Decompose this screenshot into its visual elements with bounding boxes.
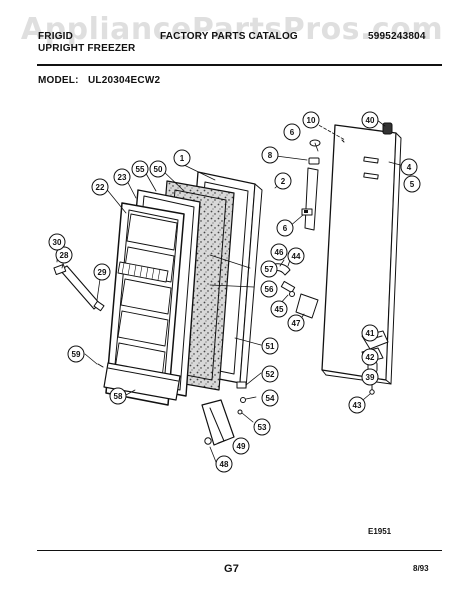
handle-assembly — [264, 263, 319, 319]
callout-28: 28 — [60, 251, 69, 260]
callout-55: 55 — [136, 165, 145, 174]
callout-46: 46 — [275, 248, 284, 257]
callout-23: 23 — [118, 173, 127, 182]
callout-49: 49 — [237, 442, 246, 451]
callout-8: 8 — [268, 151, 273, 160]
callout-circles — [48, 111, 421, 473]
callout-51: 51 — [266, 342, 275, 351]
outer-door-panel — [321, 124, 402, 385]
callout-43: 43 — [353, 401, 362, 410]
callout-42: 42 — [366, 353, 375, 362]
diagram-code: E1951 — [368, 527, 392, 536]
callout-2: 2 — [281, 177, 286, 186]
callout-53: 53 — [258, 423, 267, 432]
callout-52: 52 — [266, 370, 275, 379]
callout-39: 39 — [366, 373, 375, 382]
callout-5: 5 — [410, 180, 415, 189]
callout-6a: 6 — [290, 128, 295, 137]
inner-door-liner — [105, 202, 185, 406]
callout-22: 22 — [96, 183, 105, 192]
callout-50: 50 — [154, 165, 163, 174]
brand-label: FRIGID — [38, 31, 74, 42]
kick-plate — [103, 362, 181, 401]
product-type: UPRIGHT FREEZER — [38, 43, 136, 54]
callout-59: 59 — [72, 350, 81, 359]
page-number: G7 — [224, 563, 240, 575]
lower-bracket — [97, 363, 247, 446]
callout-41: 41 — [366, 329, 375, 338]
model-number: UL20304ECW2 — [88, 75, 161, 86]
top-hinge-pin — [382, 122, 393, 135]
callout-56: 56 — [265, 285, 274, 294]
callout-54: 54 — [266, 394, 275, 403]
callout-58: 58 — [114, 392, 123, 401]
footer-rule — [37, 550, 442, 551]
callout-40: 40 — [366, 116, 375, 125]
callout-6b: 6 — [283, 224, 288, 233]
catalog-number: 5995243804 — [368, 31, 426, 42]
model-label: MODEL: — [38, 75, 79, 86]
callout-57: 57 — [265, 265, 274, 274]
callout-47: 47 — [292, 319, 301, 328]
callout-4: 4 — [407, 163, 412, 172]
callout-45: 45 — [275, 305, 284, 314]
callout-44: 44 — [292, 252, 301, 261]
callout-1: 1 — [180, 154, 185, 163]
upper-hardware — [301, 139, 321, 231]
callout-30: 30 — [53, 238, 62, 247]
callout-numbers: 1 2 4 5 6 6 8 10 22 23 28 29 30 39 40 41… — [53, 116, 415, 469]
catalog-title: FACTORY PARTS CATALOG — [160, 31, 298, 42]
callout-29: 29 — [98, 268, 107, 277]
header-rule — [37, 64, 442, 66]
retainer-bar — [53, 264, 105, 312]
callout-10: 10 — [307, 116, 316, 125]
callout-48: 48 — [220, 460, 229, 469]
catalog-date: 8/93 — [413, 564, 429, 573]
